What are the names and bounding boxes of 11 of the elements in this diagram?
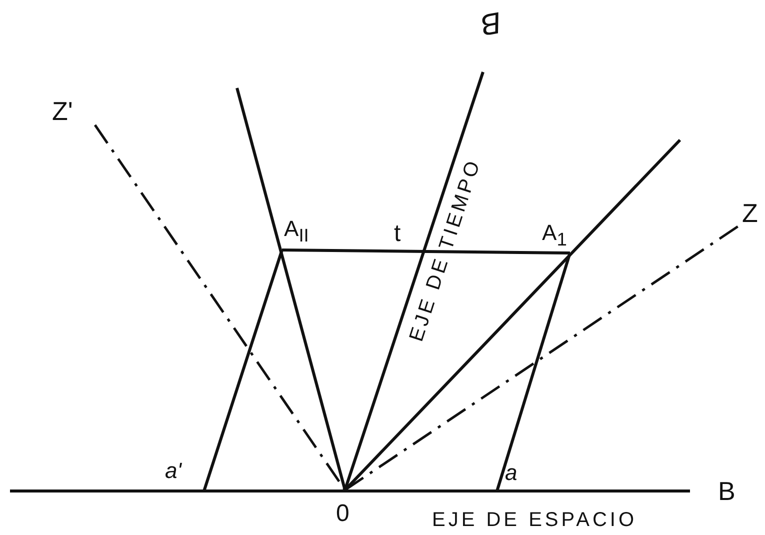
axis-letter: B <box>476 6 504 40</box>
point-label: t <box>394 222 401 246</box>
point-label: A$_{II}$ <box>284 218 309 245</box>
axis-letter: B <box>718 478 736 504</box>
axis-letter: Z <box>742 200 758 226</box>
origin-label: 0 <box>336 502 350 526</box>
axis-letter: Z' <box>52 98 73 124</box>
point-label: a <box>505 462 518 484</box>
axis-title: EJE DE ESPACIO <box>432 510 638 530</box>
point-label: a' <box>165 460 182 482</box>
point-label: A$_{1}$ <box>542 222 567 249</box>
